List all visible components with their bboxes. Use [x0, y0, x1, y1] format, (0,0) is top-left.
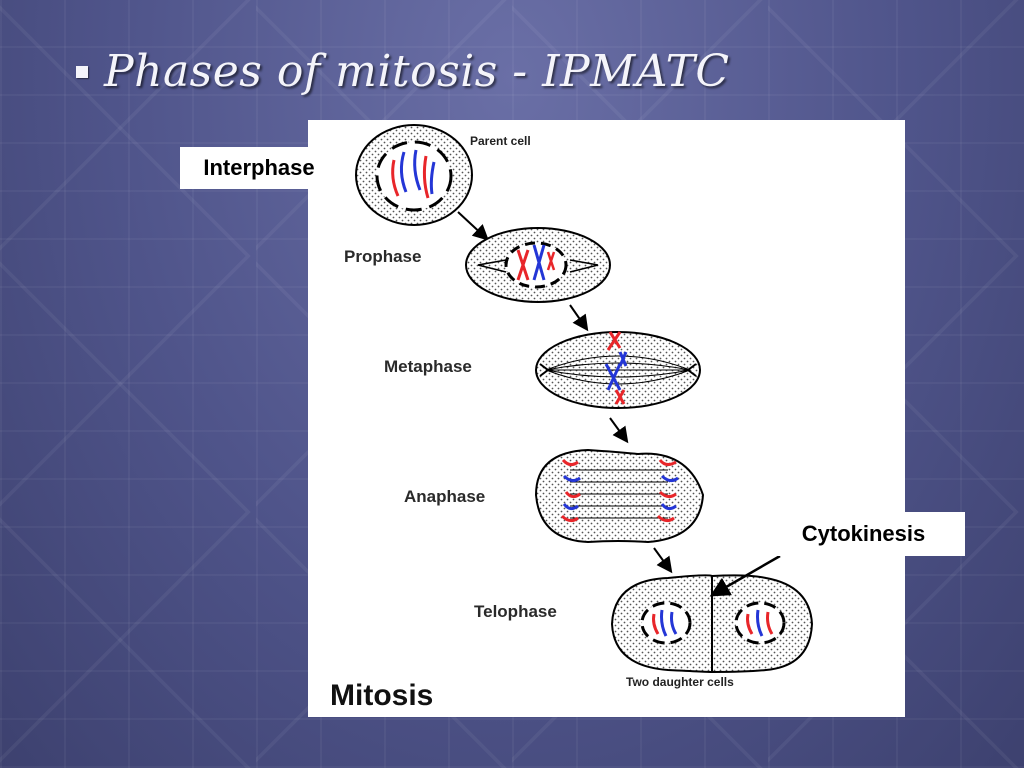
arrow-to-metaphase: [569, 304, 589, 332]
cytokinesis-callout: Cytokinesis: [762, 512, 965, 556]
arrow-to-telophase: [653, 547, 673, 574]
cytokinesis-label: Cytokinesis: [801, 521, 926, 546]
anaphase-cell: [534, 448, 705, 544]
interphase-callout: Interphase: [180, 147, 338, 189]
telophase-label: Telophase: [474, 602, 557, 621]
mitosis-label: Mitosis: [330, 679, 433, 712]
arrow-to-prophase: [457, 211, 489, 241]
telophase-cells: [610, 574, 814, 674]
parent-cell-label: Parent cell: [470, 134, 531, 148]
interphase-label: Interphase: [203, 155, 315, 180]
slide-title-text: Phases of mitosis - IPMATC: [104, 46, 730, 97]
arrow-to-anaphase: [609, 417, 629, 444]
slide-title: Phases of mitosis - IPMATC: [76, 46, 730, 97]
prophase-label: Prophase: [344, 247, 421, 266]
daughter-cells-label: Two daughter cells: [626, 675, 734, 689]
mitosis-diagram: Parent cell Prophase Metaphase: [308, 120, 905, 717]
metaphase-label: Metaphase: [384, 357, 472, 376]
parent-cell: [355, 124, 473, 226]
metaphase-cell: [535, 331, 701, 409]
prophase-cell: [465, 227, 611, 303]
bullet-icon: [76, 65, 88, 78]
cytokinesis-arrow: [709, 554, 781, 597]
anaphase-label: Anaphase: [404, 487, 485, 506]
